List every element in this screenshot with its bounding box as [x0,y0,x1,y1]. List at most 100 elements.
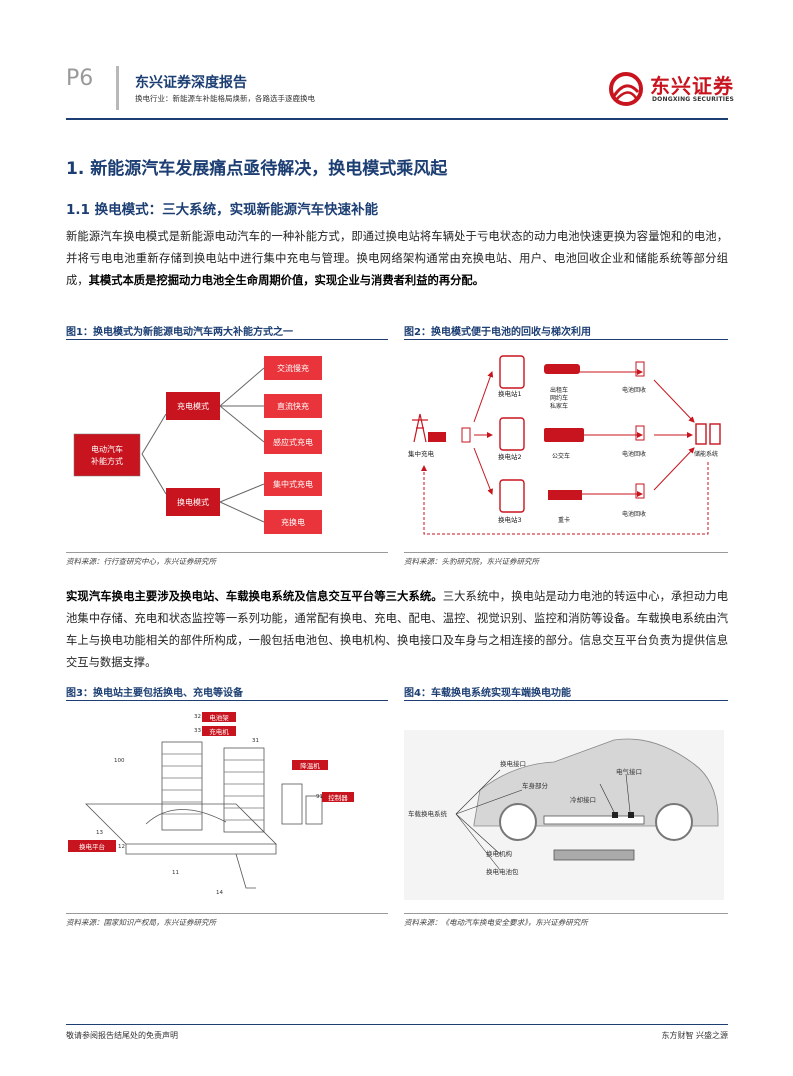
callout-label: 充电机 [209,727,229,736]
power-tower-icon [412,413,428,443]
figure-2-source-rule [404,552,728,553]
charge-mode-node [166,392,220,420]
platform [85,803,277,845]
station-label: 换电站1 [498,389,522,398]
factory-icon [428,432,446,442]
recycle-label: 电池回收 [622,386,646,394]
figure-3-diagram: 电池架 充电机 降温机 控制器 换电平台 32 33 31 100 91 13 … [68,712,354,896]
figure-4-rule [404,700,728,701]
center-label: 集中充电 [408,449,435,458]
figure-3-source: 资料来源：国家知识产权局，东兴证券研究所 [66,918,216,927]
section-heading: 1. 新能源汽车发展痛点亟待解决，换电模式乘风起 [66,159,448,179]
leaf-node [264,472,322,496]
leaf-label: 感应式充电 [273,437,313,447]
station-label: 换电站2 [498,452,522,461]
part-label: 换电电池包 [486,867,519,876]
part-number: 33 [194,728,201,734]
paragraph-1-emphasis: 其模式本质是挖掘动力电池全生命周期价值，实现企业与消费者利益的再分配。 [88,274,485,287]
report-title: 东兴证券深度报告 [135,75,247,91]
paragraph-2-text: 三大系统中，换电站是动力电池的转运中心，承担动力电池集中存储、充电和状态监控等一… [66,590,728,669]
root-label-line2: 补能方式 [91,456,123,466]
car-outline [145,809,227,825]
paragraph-1: 新能源汽车换电模式是新能源电动汽车的一种补能方式，即通过换电站将车辆处于亏电状态… [66,226,728,292]
part-number: 100 [114,758,125,764]
figure-2-rule [404,339,728,340]
storage-label: 储能系统 [694,450,718,458]
vehicle-label: 出租车 [550,386,568,394]
part-number: 12 [118,844,125,850]
wheel [499,803,537,841]
charge-mode-label: 充电模式 [177,401,209,411]
recycle-label: 电池回收 [622,510,646,518]
leaf-node [264,430,322,454]
part-label: 车身部分 [522,781,549,790]
figure-1-source: 资料来源：行行查研究中心，东兴证券研究所 [66,557,216,566]
swap-mode-label: 换电模式 [177,497,209,507]
footer-slogan: 东方财智 兴盛之源 [661,1031,728,1040]
leaf-node [264,394,322,418]
car-icon [544,364,580,374]
leaf-label: 直流快充 [277,401,309,411]
part-label: 换电接口 [500,759,526,768]
figure-4-source: 资料来源：《电动汽车换电安全要求》，东兴证券研究所 [404,918,588,927]
figure-3-source-rule [66,913,388,914]
subsection-heading: 1.1 换电模式：三大系统，实现新能源汽车快速补能 [66,202,379,218]
part-number: 11 [172,870,179,876]
part-label: 电气接口 [616,767,642,776]
figure-4-diagram: 车载换电系统 换电接口 车身部分 电气接口 冷却接口 换电机构 换电电池包 [404,730,724,900]
callout-label: 换电平台 [79,842,105,851]
vehicle-label: 网约车 [550,394,568,402]
paragraph-1-text: 新能源汽车换电模式是新能源电动汽车的一种补能方式，即通过换电站将车辆处于亏电状态… [66,230,728,287]
cooler [281,783,303,825]
figure-1-title: 图1：换电模式为新能源电动汽车两大补能方式之一 [66,327,293,338]
figure-2-source: 资料来源：头豹研究院，东兴证券研究所 [404,557,539,566]
paragraph-2-emphasis: 实现汽车换电主要涉及换电站、车载换电系统及信息交互平台等三大系统。 [66,590,443,603]
company-logo-icon [609,72,643,106]
callout-label: 降温机 [300,761,320,770]
part-number: 13 [96,830,103,836]
vehicle-label: 公交车 [552,452,570,460]
leaf-label: 集中式充电 [273,479,313,489]
leaf-node [264,510,322,534]
part-label: 冷却接口 [570,795,596,804]
return-loop [421,462,709,535]
page-number: P6 [66,66,94,91]
bus-icon [544,428,584,442]
storage-icon [695,423,721,445]
vehicle-label: 重卡 [558,516,570,524]
vehicle-label: 私家车 [550,402,568,410]
root-label-line1: 电动汽车 [91,444,123,454]
header-divider [116,66,119,110]
part-number: 14 [216,890,223,896]
header-rule [66,118,728,120]
figure-4-title: 图4：车载换电系统实现车端换电功能 [404,688,571,699]
swap-mechanism [543,815,645,825]
figure-1-source-rule [66,552,388,553]
charger-rack [223,747,265,833]
figure-3-title: 图3：换电站主要包括换电、充电等设备 [66,688,243,699]
controller [305,795,323,825]
leaf-node [264,356,322,380]
footer-rule [66,1024,728,1025]
footer-disclaimer: 敬请参阅报告结尾处的免责声明 [66,1031,178,1040]
paragraph-2: 实现汽车换电主要涉及换电站、车载换电系统及信息交互平台等三大系统。三大系统中，换… [66,586,728,674]
battery-icon [461,427,471,443]
figure-4-source-rule [404,913,728,914]
part-number: 91 [316,794,323,800]
recycle-label: 电池回收 [622,450,646,458]
part-number: 31 [252,738,259,744]
battery-pack [553,849,635,861]
truck-icon [548,490,582,500]
swap-mode-node [166,488,220,516]
figure-3-rule [66,700,388,701]
root-node [73,433,141,477]
battery-rack [161,741,203,831]
figure-2-diagram: 集中充电 换电站1 换电站2 换电站3 出租车 网约车 私家车 公交车 重卡 电… [408,355,721,535]
figure-1-diagram: 电动汽车 补能方式 充电模式 换电模式 交流慢充 直流快充 感应式充电 集中式充… [73,356,322,534]
figure-1-rule [66,339,388,340]
logo-name-en: DONGXING SECURITIES [652,96,735,103]
wheel [655,803,693,841]
callout-label: 控制器 [328,793,348,802]
part-number: 32 [194,714,201,720]
report-subtitle: 换电行业：新能源车补能格局焕新，各路选手逐鹿换电 [135,94,315,103]
